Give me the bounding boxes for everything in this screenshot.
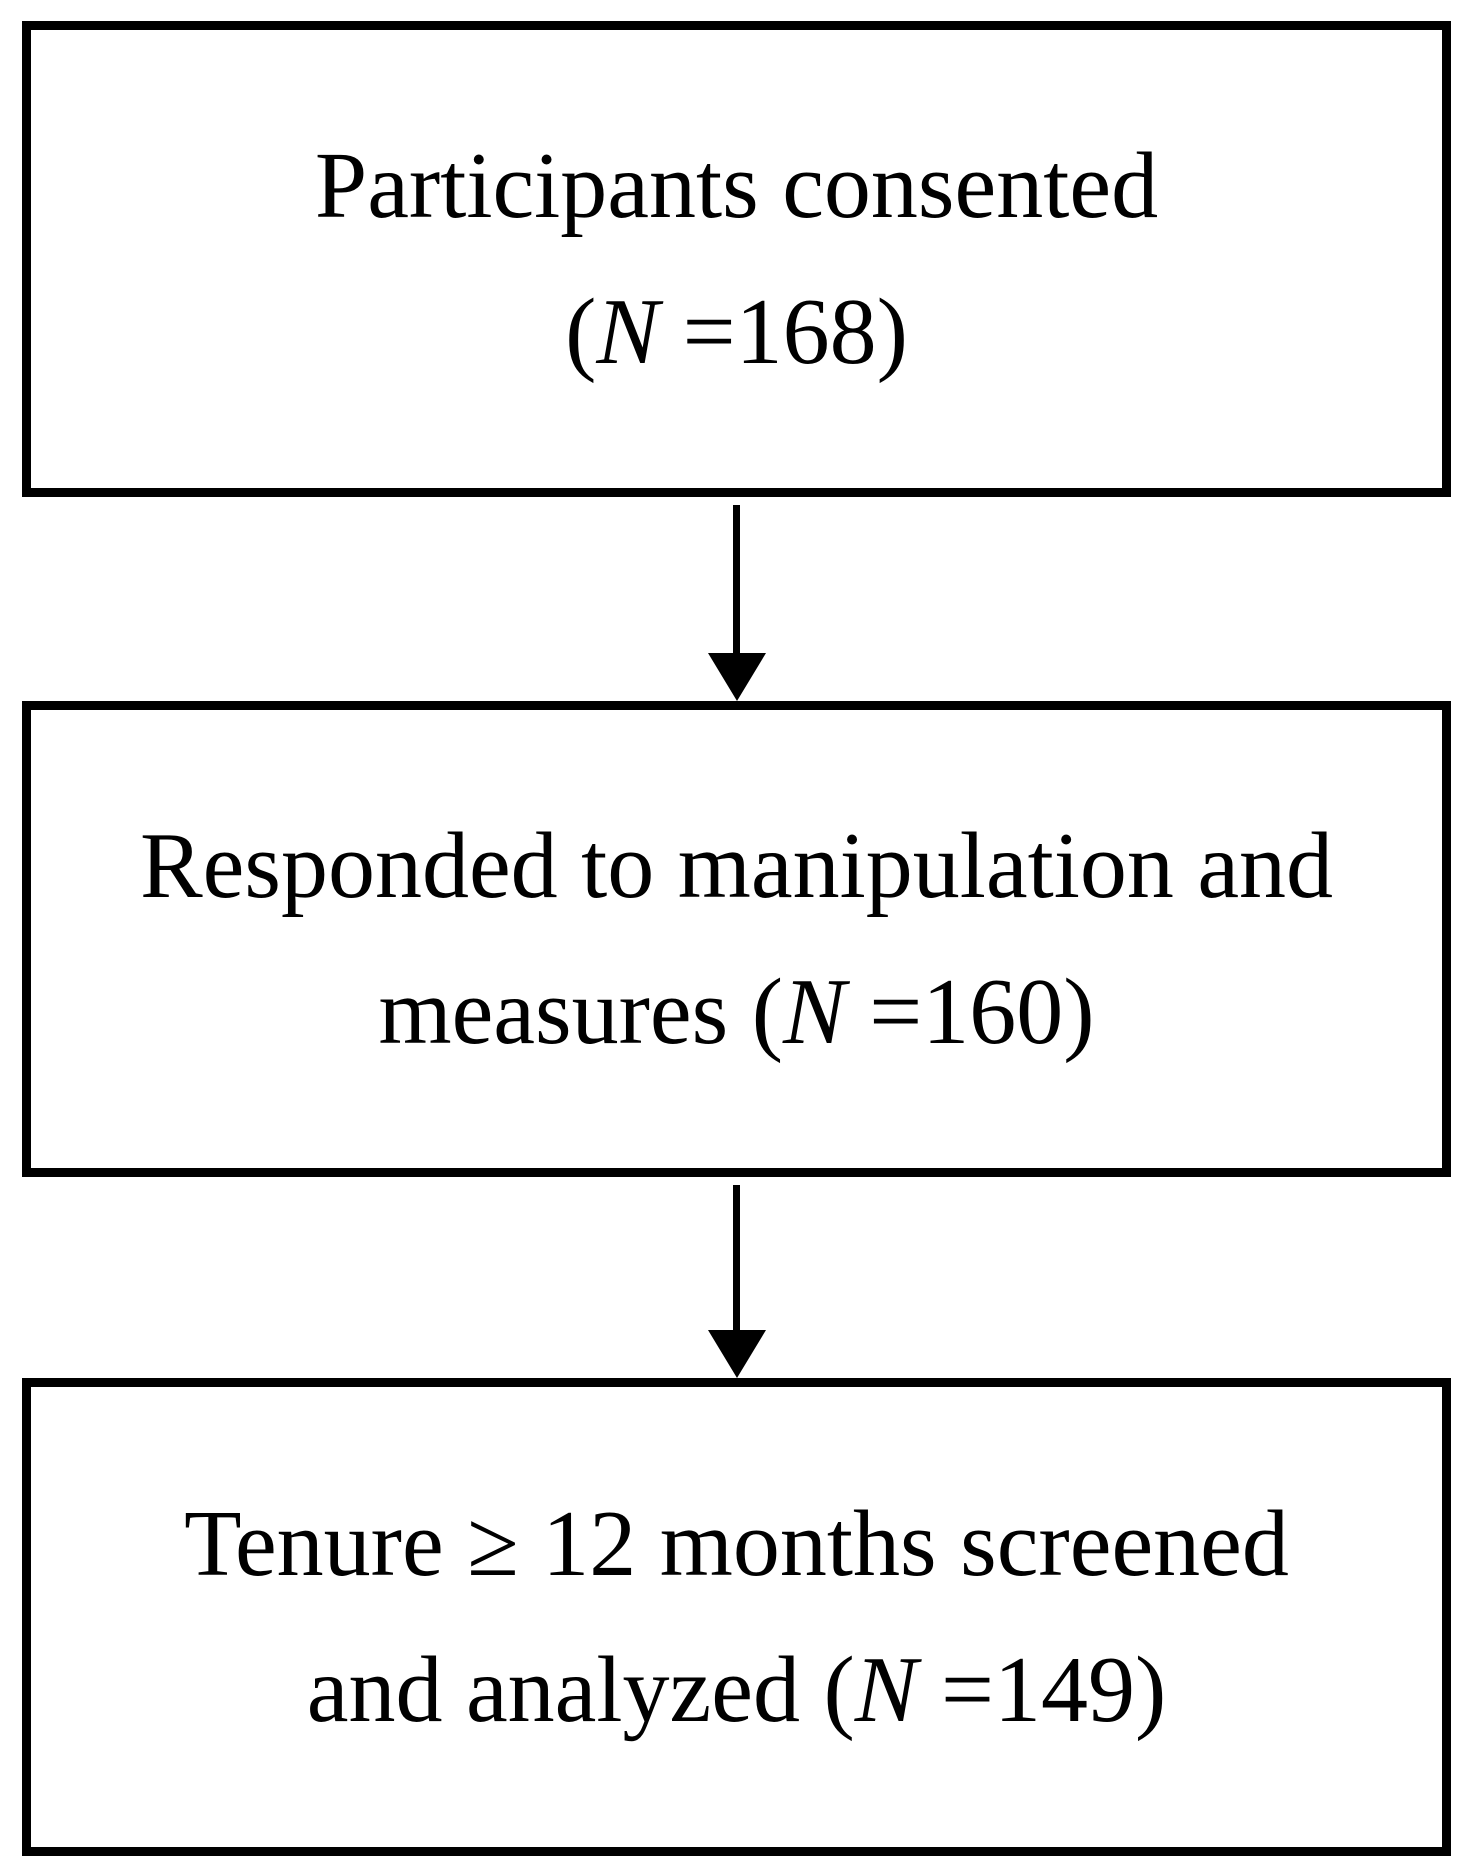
box1-line2: (N =168) [565,259,908,405]
text-segment: =160) [845,960,1095,1064]
flow-box-participants-consented: Participants consented (N =168) [22,21,1451,497]
arrow-down-1 [0,497,1473,701]
arrowhead-icon [707,1330,766,1378]
box1-line1: Participants consented [315,113,1158,259]
text-segment: =149) [917,1638,1167,1742]
italic-n: N [783,960,846,1064]
box3-line2: and analyzed (N =149) [307,1617,1167,1763]
text-segment: ( [565,280,597,384]
italic-n: N [854,1638,918,1742]
flow-box-tenure-screened-analyzed: Tenure ≥ 12 months screened and analyzed… [22,1378,1451,1856]
text-segment: Tenure ≥ 12 months screened [184,1492,1289,1596]
box2-line1: Responded to manipulation and [140,793,1333,939]
text-segment: measures ( [378,960,784,1064]
text-segment: Responded to manipulation and [139,814,1334,918]
arrow-shaft [733,1185,740,1330]
text-segment: Participants consented [314,134,1159,238]
flow-box-responded-to-manipulation: Responded to manipulation and measures (… [22,701,1451,1177]
text-segment: and analyzed ( [306,1638,855,1742]
text-segment: =168) [659,280,908,384]
arrow-shaft [733,505,740,653]
italic-n: N [596,280,660,384]
arrow-down-2 [0,1177,1473,1378]
box3-line1: Tenure ≥ 12 months screened [184,1471,1289,1617]
arrowhead-icon [707,653,766,701]
box2-line2: measures (N =160) [378,939,1094,1085]
